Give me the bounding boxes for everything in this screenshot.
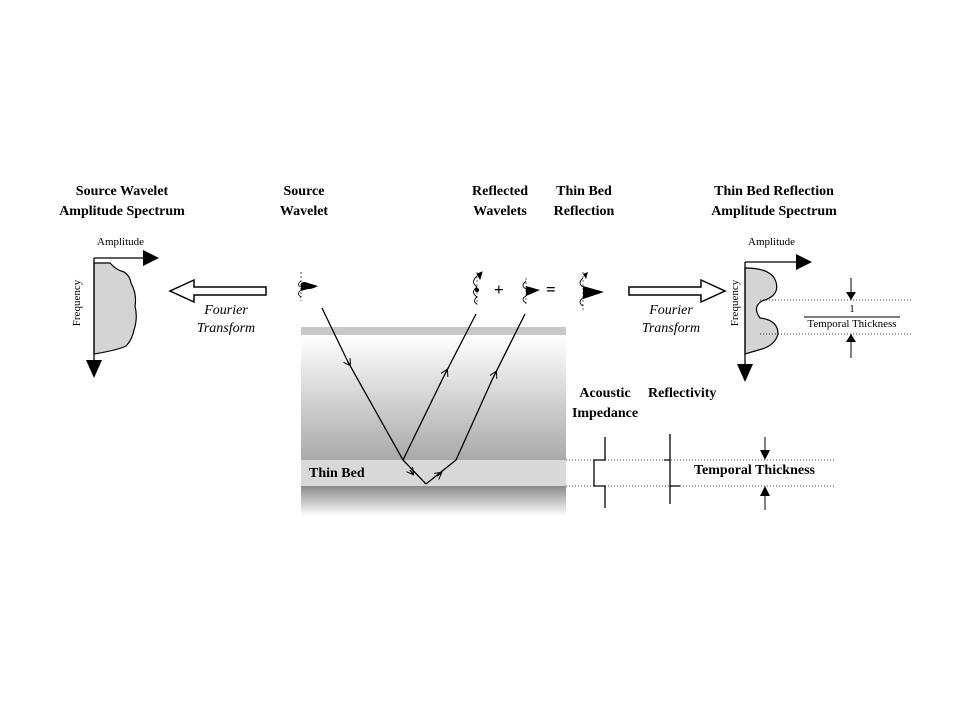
ray-paths xyxy=(321,307,526,485)
acoustic-impedance-label: Acoustic Impedance xyxy=(566,384,644,424)
fourier-arrow-right-icon xyxy=(628,278,727,304)
thin-bed-reflection-wavelet-icon xyxy=(579,272,604,310)
incident-ray xyxy=(321,307,427,485)
title-line: Amplitude Spectrum xyxy=(711,204,837,219)
fraction-numerator: 1 xyxy=(849,303,855,315)
temporal-thickness-label: Temporal Thickness xyxy=(694,463,815,478)
title-line: Wavelets xyxy=(473,204,527,219)
transform-line: Fourier xyxy=(204,303,248,318)
frequency-arrow-icon xyxy=(737,364,753,382)
source-wavelet-title: Source Wavelet xyxy=(266,182,342,222)
title-line: Source xyxy=(283,184,325,199)
equals-operator: = xyxy=(546,280,556,299)
reflected-wavelets-title: Reflected Wavelets xyxy=(462,182,538,222)
fourier-transform-label-left: Fourier Transform xyxy=(186,302,266,338)
transform-line: Transform xyxy=(196,321,256,336)
earth-model xyxy=(301,327,566,516)
source-spectrum-title: Source Wavelet Amplitude Spectrum xyxy=(50,182,194,222)
source-spectrum-plot xyxy=(86,250,159,378)
reflected-wavelet-2-icon xyxy=(522,278,540,305)
fourier-transform-label-right: Fourier Transform xyxy=(631,302,711,338)
frequency-axis-label: Frequency xyxy=(71,279,83,327)
transform-line: Transform xyxy=(641,321,701,336)
acoustic-impedance-log xyxy=(593,437,606,508)
amplitude-axis-label: Amplitude xyxy=(97,236,145,248)
reflectivity-log xyxy=(664,434,680,504)
amplitude-arrow-icon xyxy=(143,250,159,266)
top-reflection-ray xyxy=(402,313,477,461)
title-line: Reflected xyxy=(472,184,528,199)
title-line: Thin Bed xyxy=(556,184,612,199)
title-line: Source Wavelet xyxy=(75,184,169,199)
source-wavelet-icon xyxy=(298,272,318,301)
thin-bed-spectrum-plot xyxy=(737,254,912,382)
title-line: Wavelet xyxy=(279,204,329,219)
plus-operator: + xyxy=(494,280,504,299)
reflected-wavelet-1-icon xyxy=(473,271,483,305)
label-line: Acoustic xyxy=(579,386,631,401)
fourier-arrow-left-icon xyxy=(168,278,267,304)
thin-bed-spectrum-title: Thin Bed Reflection Amplitude Spectrum xyxy=(700,182,848,222)
amplitude-axis-label: Amplitude xyxy=(748,236,796,248)
title-line: Reflection xyxy=(553,204,615,219)
thin-bed-reflection-title: Thin Bed Reflection xyxy=(544,182,624,222)
title-line: Amplitude Spectrum xyxy=(59,204,185,219)
well-logs xyxy=(566,434,835,510)
amplitude-arrow-icon xyxy=(796,254,812,270)
transform-line: Fourier xyxy=(649,303,693,318)
label-line: Impedance xyxy=(571,406,639,421)
thin-bed-layer xyxy=(301,460,566,486)
title-line: Thin Bed Reflection xyxy=(714,184,834,199)
frequency-axis-label: Frequency xyxy=(729,279,741,327)
thin-bed-label: Thin Bed xyxy=(309,466,365,481)
frequency-arrow-icon xyxy=(86,360,102,378)
reflectivity-label: Reflectivity xyxy=(648,386,717,401)
fraction-denominator: Temporal Thickness xyxy=(807,318,897,330)
